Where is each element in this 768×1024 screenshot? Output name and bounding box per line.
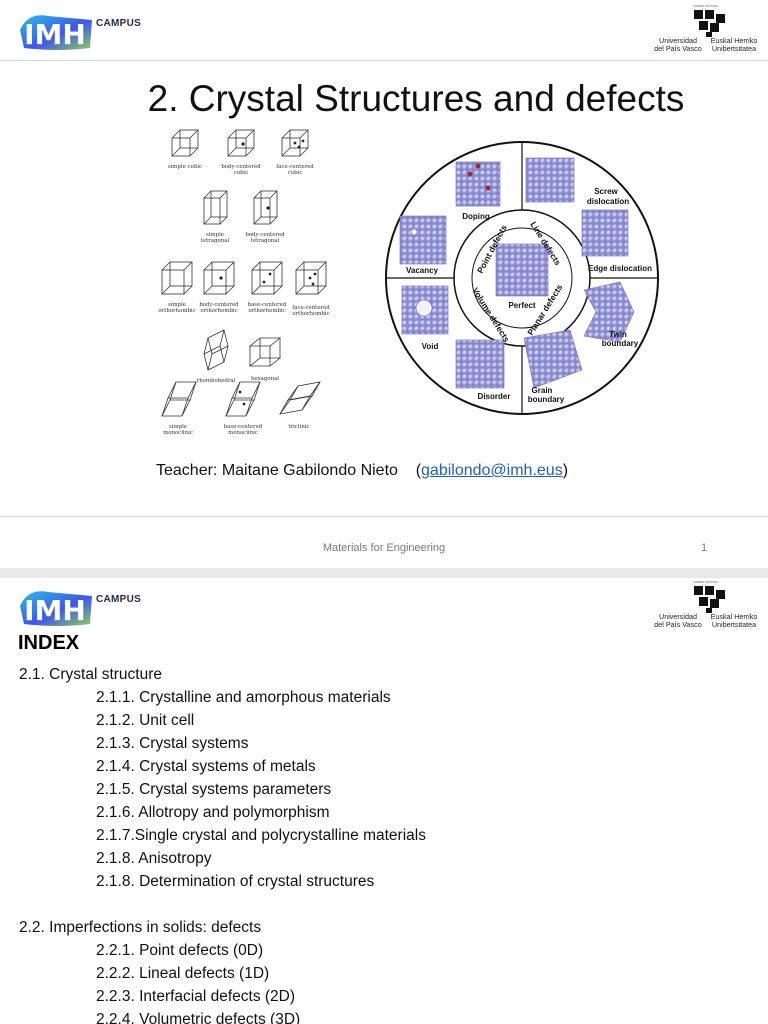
index-subsection-item: 2.2.1. Point defects (0D) (96, 942, 264, 959)
cube-fco (295, 261, 327, 295)
svg-text:base-centered: base-centered (224, 424, 263, 430)
index-subsection-item: 2.1.3. Crystal systems (96, 735, 249, 752)
cube-void (401, 285, 449, 335)
teacher-line: Teacher: Maitane Gabilondo Nieto (gabilo… (156, 462, 569, 479)
upv-emblem-icon (694, 586, 725, 613)
imh-logo-icon: IMH (20, 15, 92, 51)
index-section-item: 2.1. Crystal structure (19, 666, 162, 683)
svg-text:body-centered: body-centered (245, 232, 285, 238)
index-subsection-item: 2.1.6. Allotropy and polymorphism (96, 804, 330, 821)
index-subsection-item: 2.1.4. Crystal systems of metals (96, 758, 316, 775)
crystal-defects-wheel: Doping Screw dislocation Edge dislocatio… (385, 141, 659, 415)
index-heading: INDEX (18, 632, 80, 654)
teacher-email-link[interactable]: gabilondo@imh.eus (421, 462, 563, 479)
cube-so (161, 261, 193, 295)
svg-text:Vacancy: Vacancy (406, 266, 439, 275)
cube-screw (525, 157, 575, 203)
svg-text:tetragonal: tetragonal (201, 238, 230, 244)
svg-text:cubic: cubic (234, 170, 249, 176)
index-subsection-item: 2.1.7.Single crystal and polycrystalline… (96, 827, 426, 844)
index-subsection-item: 2.1.1. Crystalline and amorphous materia… (96, 689, 391, 706)
svg-text:dislocation: dislocation (587, 197, 629, 206)
slide-gap (0, 568, 768, 578)
cell-rhombohedral (203, 329, 229, 371)
slide-title: 2. Crystal Structures and defects (147, 78, 685, 119)
svg-text:cubic: cubic (288, 170, 303, 176)
svg-text:Disorder: Disorder (478, 392, 511, 401)
campus-label: CAMPUS (96, 18, 142, 29)
index-subsection-item: 2.1.8. Anisotropy (96, 850, 212, 867)
cube-st (203, 190, 228, 225)
header-rule (0, 60, 768, 61)
cell-hexagonal (248, 337, 282, 367)
svg-text:simple: simple (168, 302, 186, 308)
cell-bacm (225, 381, 261, 417)
cube-perfect (495, 243, 549, 297)
svg-text:boundary: boundary (528, 395, 565, 404)
cube-bco (203, 261, 235, 295)
index-subsection-item: 2.2.3. Interfacial defects (2D) (96, 988, 296, 1005)
index-subsection-item: 2.1.2. Unit cell (96, 712, 195, 729)
svg-text:monoclinic: monoclinic (228, 430, 258, 436)
cube-twin (583, 281, 635, 343)
svg-text:boundary: boundary (602, 339, 639, 348)
svg-text:face-centered: face-centered (276, 164, 314, 170)
footer-page-number: 1 (701, 542, 708, 554)
svg-text:rhombohedral: rhombohedral (197, 378, 236, 384)
svg-text:simple: simple (169, 424, 187, 430)
svg-text:IMH: IMH (24, 18, 86, 51)
index-subsection-item: 2.1.5. Crystal systems parameters (96, 781, 332, 798)
cell-triclinic (279, 381, 321, 415)
imh-campus-logo: IMH CAMPUS (18, 584, 158, 630)
index-subsection-item: 2.2.2. Lineal defects (1D) (96, 965, 270, 982)
upv-emblem-icon (694, 10, 725, 37)
svg-text:body-centered: body-centered (199, 302, 239, 308)
index-subsection-item: 2.1.8. Determination of crystal structur… (96, 873, 375, 890)
svg-text:orthorhombic: orthorhombic (292, 311, 329, 317)
cube-simple (171, 129, 199, 157)
svg-text:orthorhombic: orthorhombic (200, 308, 237, 314)
imh-campus-logo: IMH CAMPUS (18, 8, 158, 54)
svg-text:hexagonal: hexagonal (251, 376, 279, 382)
cube-baco (251, 261, 283, 295)
svg-text:Void: Void (422, 342, 439, 351)
svg-text:IMH: IMH (24, 594, 86, 627)
svg-text:face-centered: face-centered (292, 305, 330, 311)
svg-text:Doping: Doping (462, 212, 490, 221)
svg-text:Screw: Screw (594, 187, 618, 196)
svg-text:body-centered: body-centered (221, 164, 261, 170)
footer-course: Materials for Engineering (322, 542, 446, 554)
cube-bcc (227, 129, 255, 157)
index-section-item: 2.2. Imperfections in solids: defects (19, 919, 262, 936)
cube-bct (253, 190, 278, 225)
svg-text:Edge dislocation: Edge dislocation (588, 264, 652, 273)
svg-text:orthorhombic: orthorhombic (158, 308, 195, 314)
cube-grain (523, 329, 583, 389)
svg-text:tetragonal: tetragonal (251, 238, 280, 244)
svg-text:triclinic: triclinic (288, 424, 309, 430)
svg-text:base-centered: base-centered (248, 302, 287, 308)
footer-rule (0, 516, 768, 517)
cube-disorder (455, 339, 505, 389)
svg-text:simple cubic: simple cubic (168, 164, 202, 170)
index-subsection-item: 2.2.4. Volumetric defects (3D) (96, 1011, 301, 1024)
svg-text:monoclinic: monoclinic (163, 430, 193, 436)
svg-text:orthorhombic: orthorhombic (248, 308, 285, 314)
svg-text:Grain: Grain (532, 386, 553, 395)
cell-sm (161, 381, 197, 417)
campus-label: CAMPUS (96, 594, 142, 605)
svg-text:Twin: Twin (609, 330, 627, 339)
svg-text:simple: simple (206, 232, 224, 238)
imh-logo-icon: IMH (20, 591, 92, 627)
cube-vacancy (399, 215, 447, 265)
svg-text:Perfect: Perfect (508, 301, 535, 310)
cube-doping (455, 161, 501, 207)
cube-edge (581, 209, 629, 257)
